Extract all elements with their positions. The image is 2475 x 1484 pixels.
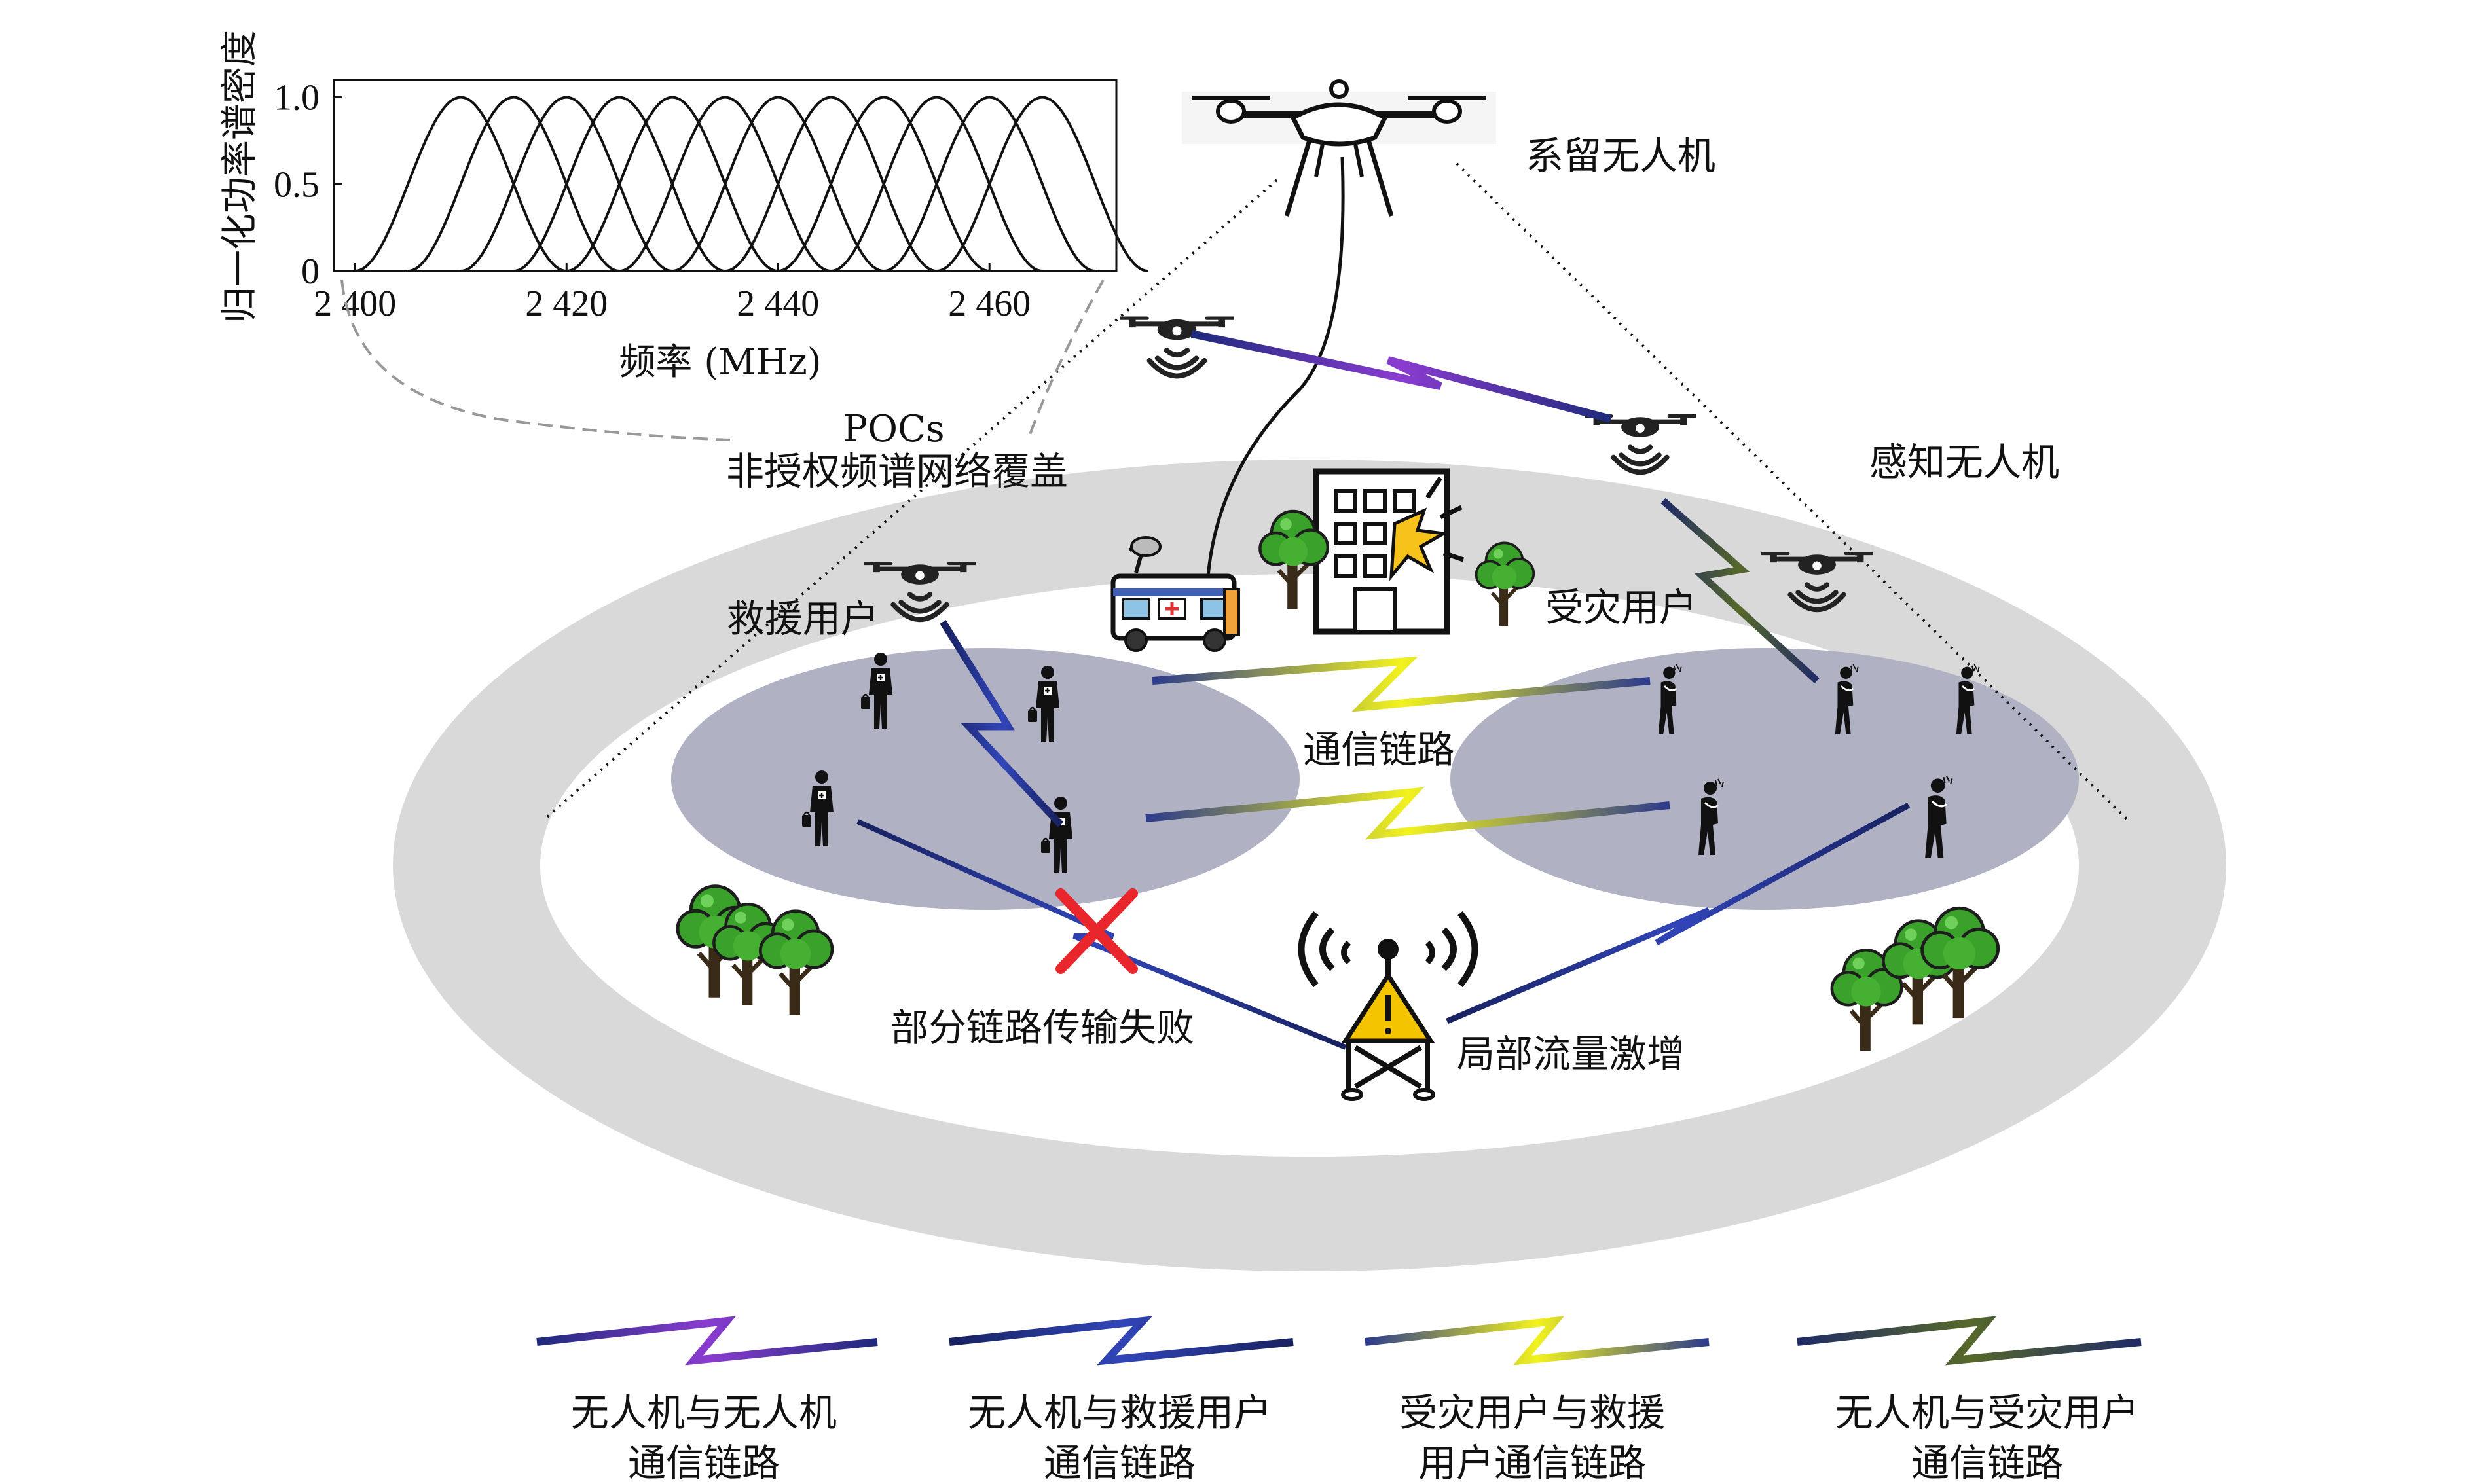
chart-y-axis-label: 归一化功率谱密度 (219, 30, 261, 323)
chart-series-group (355, 96, 1148, 272)
label-sensing-uav: 感知无人机 (1869, 440, 2059, 484)
chart-series-line (460, 96, 672, 272)
uav-rescue-link (940, 620, 1064, 827)
chart-series-line (513, 96, 725, 272)
label-pocs: POCs (843, 408, 944, 450)
base-station-warning-icon (1298, 911, 1478, 1101)
chart-series-line (778, 96, 990, 272)
affected-rescue-link (1145, 787, 1670, 840)
affected-user-zone (1450, 648, 2079, 910)
label-local-surge: 局部流量激增 (1457, 1032, 1685, 1076)
chart-x-tick-label: 2 440 (737, 283, 819, 324)
spectrum-chart: 2 400 2 420 2 440 2 460 0 0.5 1.0 频率 (MHz) 归一… (219, 30, 1148, 384)
legend-swatch (949, 1316, 1294, 1366)
chart-y-tick-label: 0 (301, 251, 320, 292)
chart-frame (333, 79, 1118, 272)
chart-x-tick-label: 2 420 (525, 283, 608, 324)
chart-series-line (725, 96, 937, 272)
chart-series-line (883, 96, 1095, 272)
label-comm-link: 通信链路 (1303, 727, 1455, 772)
chart-y-tick-label: 1.0 (274, 78, 320, 118)
label-affected-users: 受灾用户 (1545, 585, 1697, 630)
label-rescue-users: 救援用户 (727, 596, 879, 641)
chart-y-ticks: 0 0.5 1.0 (274, 78, 342, 292)
link-failure-mark (1055, 888, 1138, 974)
uav-affected-link (1660, 498, 1820, 684)
uav-uav-link (1190, 330, 1612, 423)
chart-series-line (355, 96, 567, 272)
legend-swatch (536, 1316, 878, 1366)
affected-rescue-link (1152, 656, 1651, 712)
legend-item-uav-affected: 无人机与受灾用户 通信链路 (1797, 1316, 2142, 1484)
sensing-uav-icon (1585, 416, 1696, 473)
chart-y-tick-label: 0.5 (274, 164, 320, 205)
chart-series-line (936, 96, 1148, 272)
legend-item-uav-rescue: 无人机与救援用户 通信链路 (949, 1316, 1294, 1484)
label-pocs-coverage: 非授权频谱网络覆盖 (726, 449, 1068, 494)
legend-label-line1: 无人机与无人机 (571, 1390, 837, 1435)
legend-label-line1: 无人机与救援用户 (968, 1390, 1272, 1435)
tether-cable (1206, 156, 1345, 577)
tower-affected-link (1446, 803, 1911, 1024)
label-tethered-uav: 系留无人机 (1526, 134, 1715, 178)
legend-label-line1: 受灾用户与救援 (1399, 1390, 1665, 1435)
legend-label-line2: 通信链路 (628, 1441, 780, 1484)
emergency-vehicle-icon (1110, 536, 1240, 652)
tethered-uav-icon (1182, 79, 1496, 217)
legend-label-line2: 通信链路 (1911, 1441, 2063, 1484)
chart-series-line (566, 96, 779, 272)
damaged-building-icon (1313, 468, 1465, 635)
chart-series-line (407, 96, 620, 272)
legend-item-uav-uav: 无人机与无人机 通信链路 (536, 1316, 878, 1484)
legend-label-line2: 通信链路 (1044, 1441, 1196, 1484)
legend-swatch (1365, 1316, 1710, 1366)
chart-series-line (619, 96, 832, 272)
chart-connector-right (1027, 280, 1105, 441)
legend-swatch (1797, 1316, 2142, 1366)
chart-x-ticks: 2 400 2 420 2 440 2 460 (314, 263, 1031, 324)
legend-label-line1: 无人机与受灾用户 (1835, 1390, 2139, 1435)
legend-label-line2: 用户通信链路 (1418, 1441, 1646, 1484)
chart-connector-left (340, 280, 731, 441)
label-partial-failure: 部分链路传输失败 (890, 1005, 1194, 1050)
chart-x-axis-label: 频率 (MHz) (619, 341, 821, 384)
chart-series-line (830, 96, 1043, 272)
sensing-uav-icon (1120, 318, 1234, 376)
chart-x-tick-label: 2 400 (314, 283, 396, 324)
legend-item-affected-rescue: 受灾用户与救援 用户通信链路 (1365, 1316, 1710, 1484)
chart-series-line (672, 96, 884, 272)
legend: 无人机与无人机 通信链路 无人机与救援用户 通信链路 受灾用户与救援 用户通信链… (536, 1316, 2142, 1484)
chart-x-tick-label: 2 460 (948, 283, 1031, 324)
